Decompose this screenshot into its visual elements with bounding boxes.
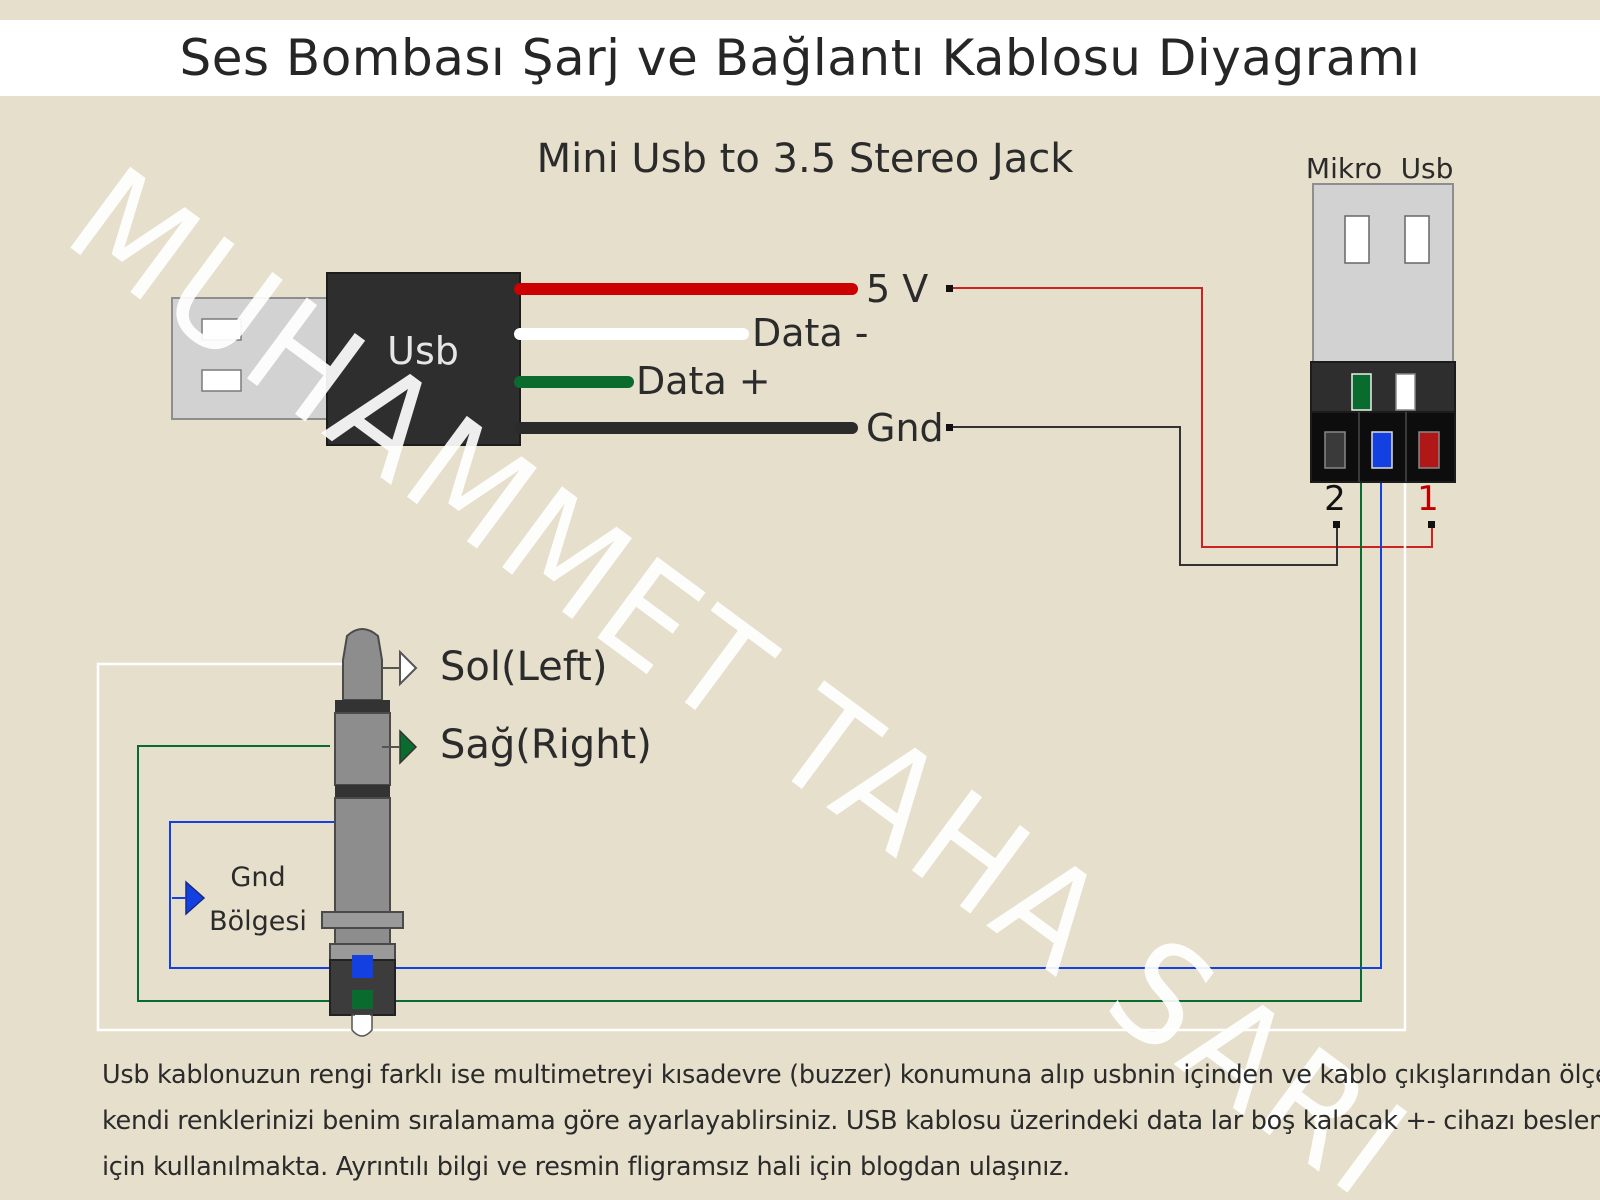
footer-line-2: kendi renklerinizi benim sıralamama göre… bbox=[102, 1106, 1600, 1136]
pin-1-terminal bbox=[1428, 521, 1435, 528]
pin-2-terminal bbox=[1333, 521, 1340, 528]
pin-2-label: 2 bbox=[1324, 479, 1346, 519]
usb-plug: Usb bbox=[171, 272, 521, 446]
usb-body-label: Usb bbox=[387, 329, 459, 373]
jack-sleeve bbox=[334, 797, 391, 913]
jack-pin-white bbox=[355, 1015, 370, 1028]
terminal-5v bbox=[946, 285, 953, 292]
connector-usb-label: Usb bbox=[1401, 152, 1454, 185]
jack-collar bbox=[321, 911, 404, 929]
footer-line-1: Usb kablonuzun rengi farklı ise multimet… bbox=[102, 1060, 1600, 1090]
footer-note: Usb kablonuzun rengi farklı ise multimet… bbox=[102, 1052, 1600, 1190]
usb-metal-shell bbox=[171, 297, 335, 420]
watermark: MUHAMMET TAHA SARI bbox=[40, 137, 1438, 1200]
jack-right-label: Sağ(Right) bbox=[440, 722, 652, 768]
jack-left-label: Sol(Left) bbox=[440, 644, 607, 690]
jack-tip bbox=[342, 628, 383, 701]
usb-body bbox=[326, 272, 521, 446]
usb-shell-slot-2 bbox=[201, 369, 242, 392]
left-arrow-icon bbox=[399, 649, 418, 687]
trace-5v bbox=[952, 287, 1433, 548]
connector-upper-block bbox=[1310, 361, 1456, 415]
trace-gnd-blue bbox=[169, 452, 1382, 969]
connector-slot-1 bbox=[1344, 215, 1370, 264]
connector-mikro-label: Mikro bbox=[1306, 152, 1382, 185]
jack-pin-blue bbox=[352, 955, 373, 978]
gnd-arrow-icon bbox=[185, 880, 206, 916]
jack-ring-2-insulator bbox=[335, 785, 390, 798]
connector-pin-green bbox=[1351, 373, 1372, 411]
connector-slot-2 bbox=[1404, 215, 1430, 264]
wire-gnd-label: Gnd bbox=[866, 406, 944, 450]
jack-neck bbox=[334, 927, 391, 945]
terminal-gnd bbox=[946, 424, 953, 431]
wire-data-plus-label: Data + bbox=[636, 359, 771, 403]
trace-group bbox=[96, 287, 1433, 1032]
jack-ring bbox=[334, 712, 391, 786]
page-title: Ses Bombası Şarj ve Bağlantı Kablosu Diy… bbox=[179, 29, 1421, 87]
wire-data-minus-label: Data - bbox=[752, 311, 869, 355]
usb-shell-slot-1 bbox=[201, 318, 242, 341]
connector-pin-red bbox=[1418, 431, 1440, 469]
connector-pin-black bbox=[1324, 431, 1346, 469]
usb-cable-wires bbox=[514, 283, 858, 434]
jack-ring-1-insulator bbox=[335, 700, 390, 713]
trace-right-green bbox=[137, 392, 1362, 1002]
diagram-subtitle: Mini Usb to 3.5 Stereo Jack bbox=[537, 136, 1075, 182]
pin-1-label: 1 bbox=[1417, 479, 1439, 519]
jack-gnd-label-line1: Gnd bbox=[230, 862, 285, 893]
connector-metal-shell bbox=[1312, 183, 1454, 365]
title-bar: Ses Bombası Şarj ve Bağlantı Kablosu Diy… bbox=[0, 20, 1600, 96]
connector-pin-white bbox=[1395, 373, 1416, 411]
footer-line-3: için kullanılmakta. Ayrıntılı bilgi ve r… bbox=[102, 1152, 1070, 1182]
trace-gnd bbox=[952, 426, 1338, 566]
trace-left-white bbox=[96, 412, 1407, 1032]
wire-5v-label: 5 V bbox=[866, 267, 928, 311]
jack-gnd-label-line2: Bölgesi bbox=[209, 906, 307, 937]
connector-pin-blue bbox=[1371, 431, 1393, 469]
stereo-jack: Sol(Left) Sağ(Right) Gnd Bölgesi bbox=[172, 628, 652, 1037]
right-arrow-icon bbox=[399, 729, 418, 765]
usb-connector: Mikro Usb 2 1 bbox=[1306, 152, 1456, 528]
jack-pin-green bbox=[352, 990, 373, 1009]
